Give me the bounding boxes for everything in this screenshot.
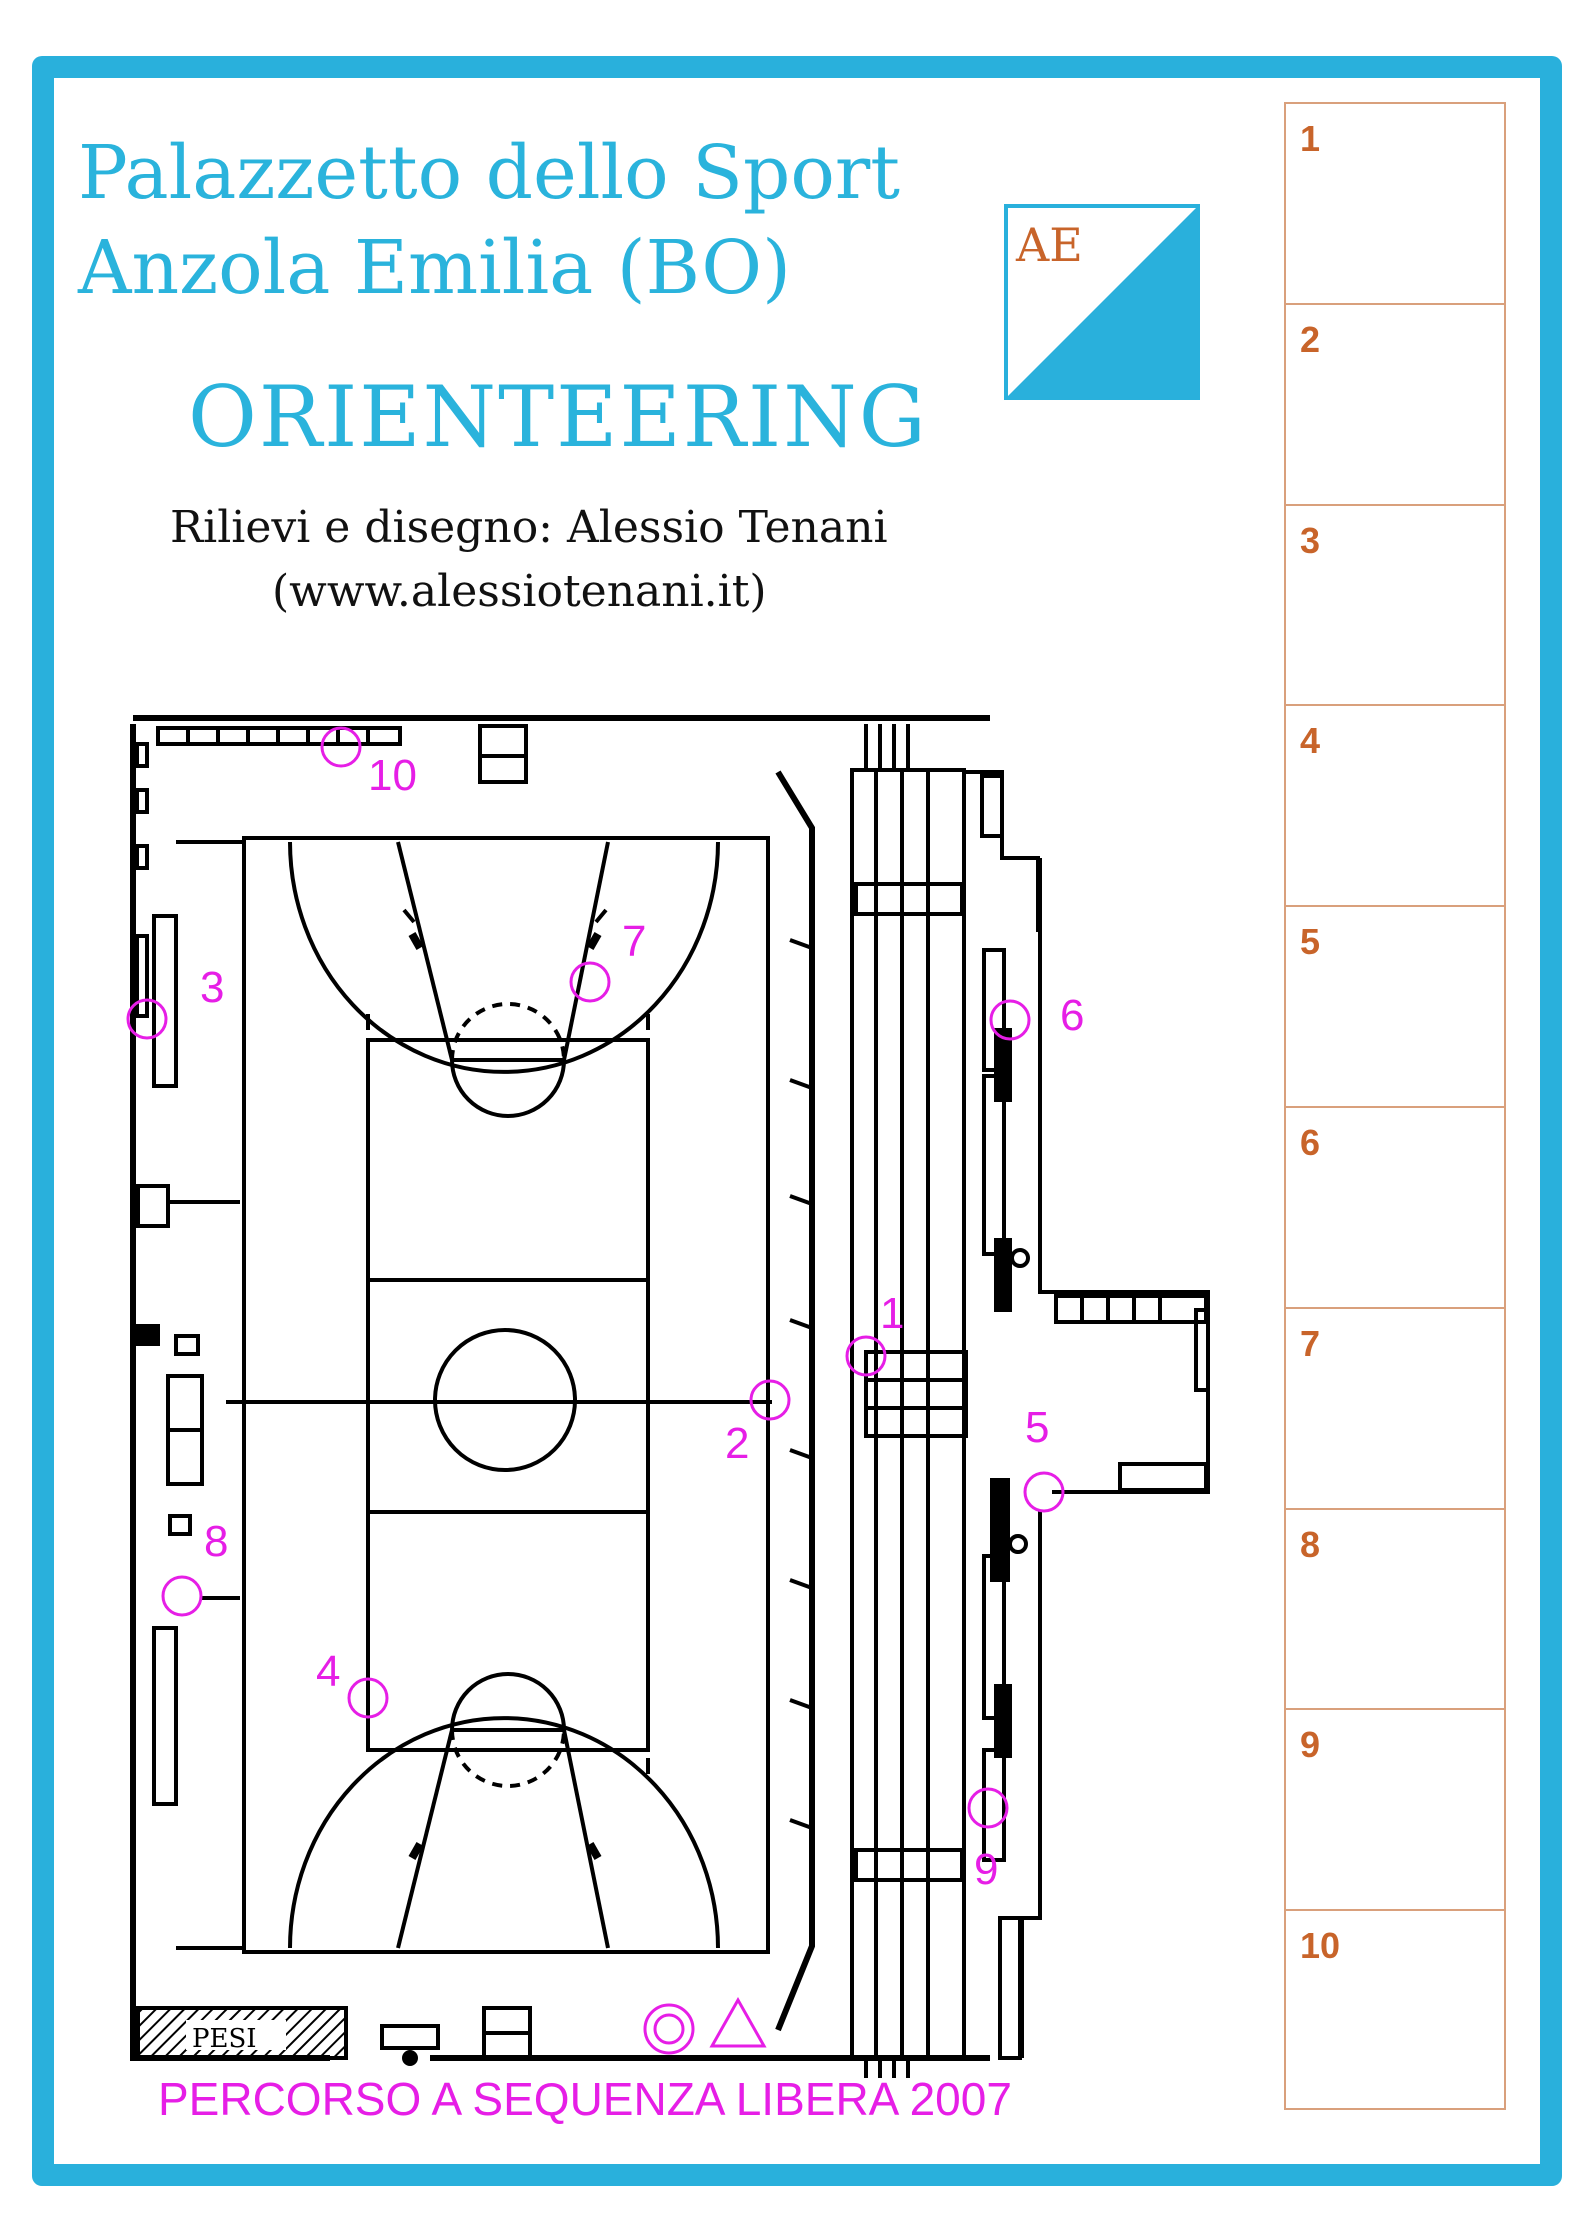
legend-number: 7 <box>1300 1322 1321 1364</box>
page-frame <box>32 56 1562 2186</box>
credit-website: (www.alessiotenani.it) <box>272 566 767 617</box>
legend-number: 9 <box>1300 1724 1321 1766</box>
course-markers <box>126 726 1065 2055</box>
control-number-10: 10 <box>368 751 417 800</box>
control-circle-3 <box>126 998 168 1040</box>
legend-row: 3 <box>1286 506 1504 707</box>
credit-author: Rilievi e disegno: Alessio Tenani <box>170 502 888 553</box>
legend-row: 8 <box>1286 1510 1504 1711</box>
legend-row: 6 <box>1286 1108 1504 1309</box>
legend-number: 10 <box>1300 1925 1341 1967</box>
control-number-5: 5 <box>1025 1403 1049 1452</box>
control-number-6: 6 <box>1060 991 1084 1040</box>
control-circle-4 <box>347 1677 389 1719</box>
control-number-3: 3 <box>200 963 224 1012</box>
legend-row: 2 <box>1286 305 1504 506</box>
control-circle-8 <box>161 1575 203 1617</box>
control-circle-5 <box>1023 1471 1065 1513</box>
legend-number: 6 <box>1300 1121 1321 1163</box>
legend-row: 10 <box>1286 1911 1504 2112</box>
legend-number: 5 <box>1300 921 1321 963</box>
sport-title: ORIENTEERING <box>188 368 928 466</box>
legend-number: 3 <box>1300 519 1321 561</box>
control-number-9: 9 <box>974 1845 998 1894</box>
start-triangle-icon <box>709 1996 767 2048</box>
room-label-pesi: PESI <box>192 2024 257 2054</box>
control-circle-10 <box>320 726 362 768</box>
control-number-2: 2 <box>725 1419 749 1468</box>
building-plan <box>130 715 1210 2078</box>
finish-double-circle-icon <box>643 2003 695 2055</box>
ae-logo <box>1004 204 1200 400</box>
legend-row: 4 <box>1286 706 1504 908</box>
control-circle-6 <box>989 999 1031 1041</box>
legend-row: 5 <box>1286 907 1504 1108</box>
control-number-4: 4 <box>316 1647 340 1696</box>
control-circle-2 <box>749 1379 791 1421</box>
control-number-8: 8 <box>204 1517 228 1566</box>
control-number-7: 7 <box>622 917 646 966</box>
venue-title: Palazzetto dello Sport <box>78 130 900 216</box>
legend-row: 7 <box>1286 1309 1504 1510</box>
control-circle-9 <box>967 1787 1009 1829</box>
logo-text: AE <box>1016 218 1083 272</box>
control-description-table: 1 2 3 4 5 6 7 8 9 10 <box>1284 102 1506 2110</box>
venue-location: Anzola Emilia (BO) <box>78 225 791 311</box>
legend-number: 1 <box>1300 118 1321 159</box>
legend-row: 1 <box>1286 104 1504 305</box>
legend-number: 4 <box>1300 720 1321 762</box>
legend-number: 8 <box>1300 1523 1321 1565</box>
legend-number: 2 <box>1300 318 1321 360</box>
course-type-footer: PERCORSO A SEQUENZA LIBERA 2007 <box>158 2073 1012 2125</box>
control-circle-1 <box>845 1335 887 1377</box>
legend-row: 9 <box>1286 1710 1504 1912</box>
control-number-1: 1 <box>880 1289 904 1338</box>
control-circle-7 <box>569 961 611 1003</box>
